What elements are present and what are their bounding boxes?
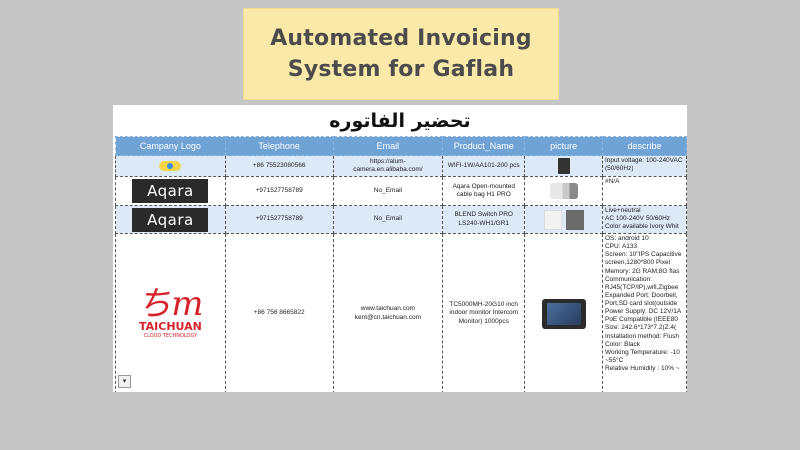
sheet-title: تحضير الفاتوره	[329, 110, 471, 132]
column-header-logo[interactable]: Campany Logo	[115, 136, 226, 156]
aqara-logo: Aqara	[132, 179, 209, 203]
product-panel-image	[541, 298, 586, 329]
banner-title-line-2: System for Gaflah	[287, 57, 515, 82]
product-cell[interactable]: TC5000MH-20G10 inch indoor monitor Inter…	[442, 233, 526, 392]
column-header-telephone[interactable]: Telephone	[224, 136, 334, 156]
logo-cell[interactable]	[115, 155, 226, 177]
company-logo-icon	[159, 161, 182, 171]
column-header-picture[interactable]: picture	[524, 136, 603, 156]
spreadsheet: تحضير الفاتوره Campany Logo Telephone Em…	[113, 105, 687, 392]
table-row: Aqara +971527758789 No_Email Aqara Open-…	[115, 176, 687, 206]
picture-cell[interactable]	[524, 205, 603, 234]
picture-cell[interactable]	[524, 233, 603, 392]
aqara-logo: Aqara	[132, 207, 209, 232]
describe-cell[interactable]: OS: android 10 CPU: A133 Screen: 10"IPS …	[601, 233, 687, 392]
picture-cell[interactable]	[524, 155, 603, 177]
telephone-cell[interactable]: +971527758789	[224, 205, 334, 234]
logo-cell[interactable]: Aqara	[115, 176, 226, 206]
picture-cell[interactable]	[524, 176, 603, 206]
telephone-cell[interactable]: +86 75523080566	[224, 155, 334, 177]
column-header-product-name[interactable]: Product_Name	[442, 136, 526, 156]
banner-title: Automated Invoicing System for Gaflah	[270, 23, 532, 85]
table-header-row: Campany Logo Telephone Email Product_Nam…	[115, 136, 687, 156]
email-cell[interactable]: No_Email	[332, 205, 444, 234]
column-header-email[interactable]: Email	[332, 136, 444, 156]
describe-cell[interactable]: #N/A	[601, 176, 687, 206]
describe-cell[interactable]: Input voltage: 100-240VAC (50/60Hz)	[601, 155, 687, 177]
logo-cell[interactable]: ちm TAICHUAN CLOUD TECHNOLOGY	[115, 233, 226, 392]
describe-cell[interactable]: Live+neutral AC 100-240V 50/60Hz Color a…	[601, 205, 687, 234]
product-cable-image	[549, 183, 578, 199]
product-switch-image	[527, 209, 600, 230]
product-cell[interactable]: Aqara Open-mounted cable bag H1 PRO	[442, 176, 526, 206]
product-cell[interactable]: WIFI-1W/AA101-200 pcs	[442, 155, 526, 177]
email-cell[interactable]: www.taichuan.com kent@cn.taichuan.com	[332, 233, 444, 392]
taichuan-logo: ちm TAICHUAN CLOUD TECHNOLOGY	[137, 284, 204, 339]
telephone-cell[interactable]: +86 756 8665822	[224, 233, 334, 392]
table-row: +86 75523080566 https://alum-camera.en.a…	[115, 155, 687, 177]
title-banner: Automated Invoicing System for Gaflah	[243, 8, 559, 100]
telephone-cell[interactable]: +971527758789	[224, 176, 334, 206]
product-cell[interactable]: BLEND Switch PRO LS240-WH1/GR1	[442, 205, 526, 234]
invoice-table: Campany Logo Telephone Email Product_Nam…	[115, 136, 687, 392]
filter-dropdown-button[interactable]: ▾	[118, 375, 131, 388]
logo-cell[interactable]: Aqara	[115, 205, 226, 234]
email-cell[interactable]: No_Email	[332, 176, 444, 206]
table-row: ちm TAICHUAN CLOUD TECHNOLOGY +86 756 866…	[115, 233, 687, 392]
column-header-describe[interactable]: describe	[601, 136, 687, 156]
table-row: Aqara +971527758789 No_Email BLEND Switc…	[115, 205, 687, 234]
banner-title-line-1: Automated Invoicing	[270, 26, 532, 51]
email-cell[interactable]: https://alum-camera.en.alibaba.com/	[332, 155, 444, 177]
product-phone-image	[557, 158, 570, 174]
